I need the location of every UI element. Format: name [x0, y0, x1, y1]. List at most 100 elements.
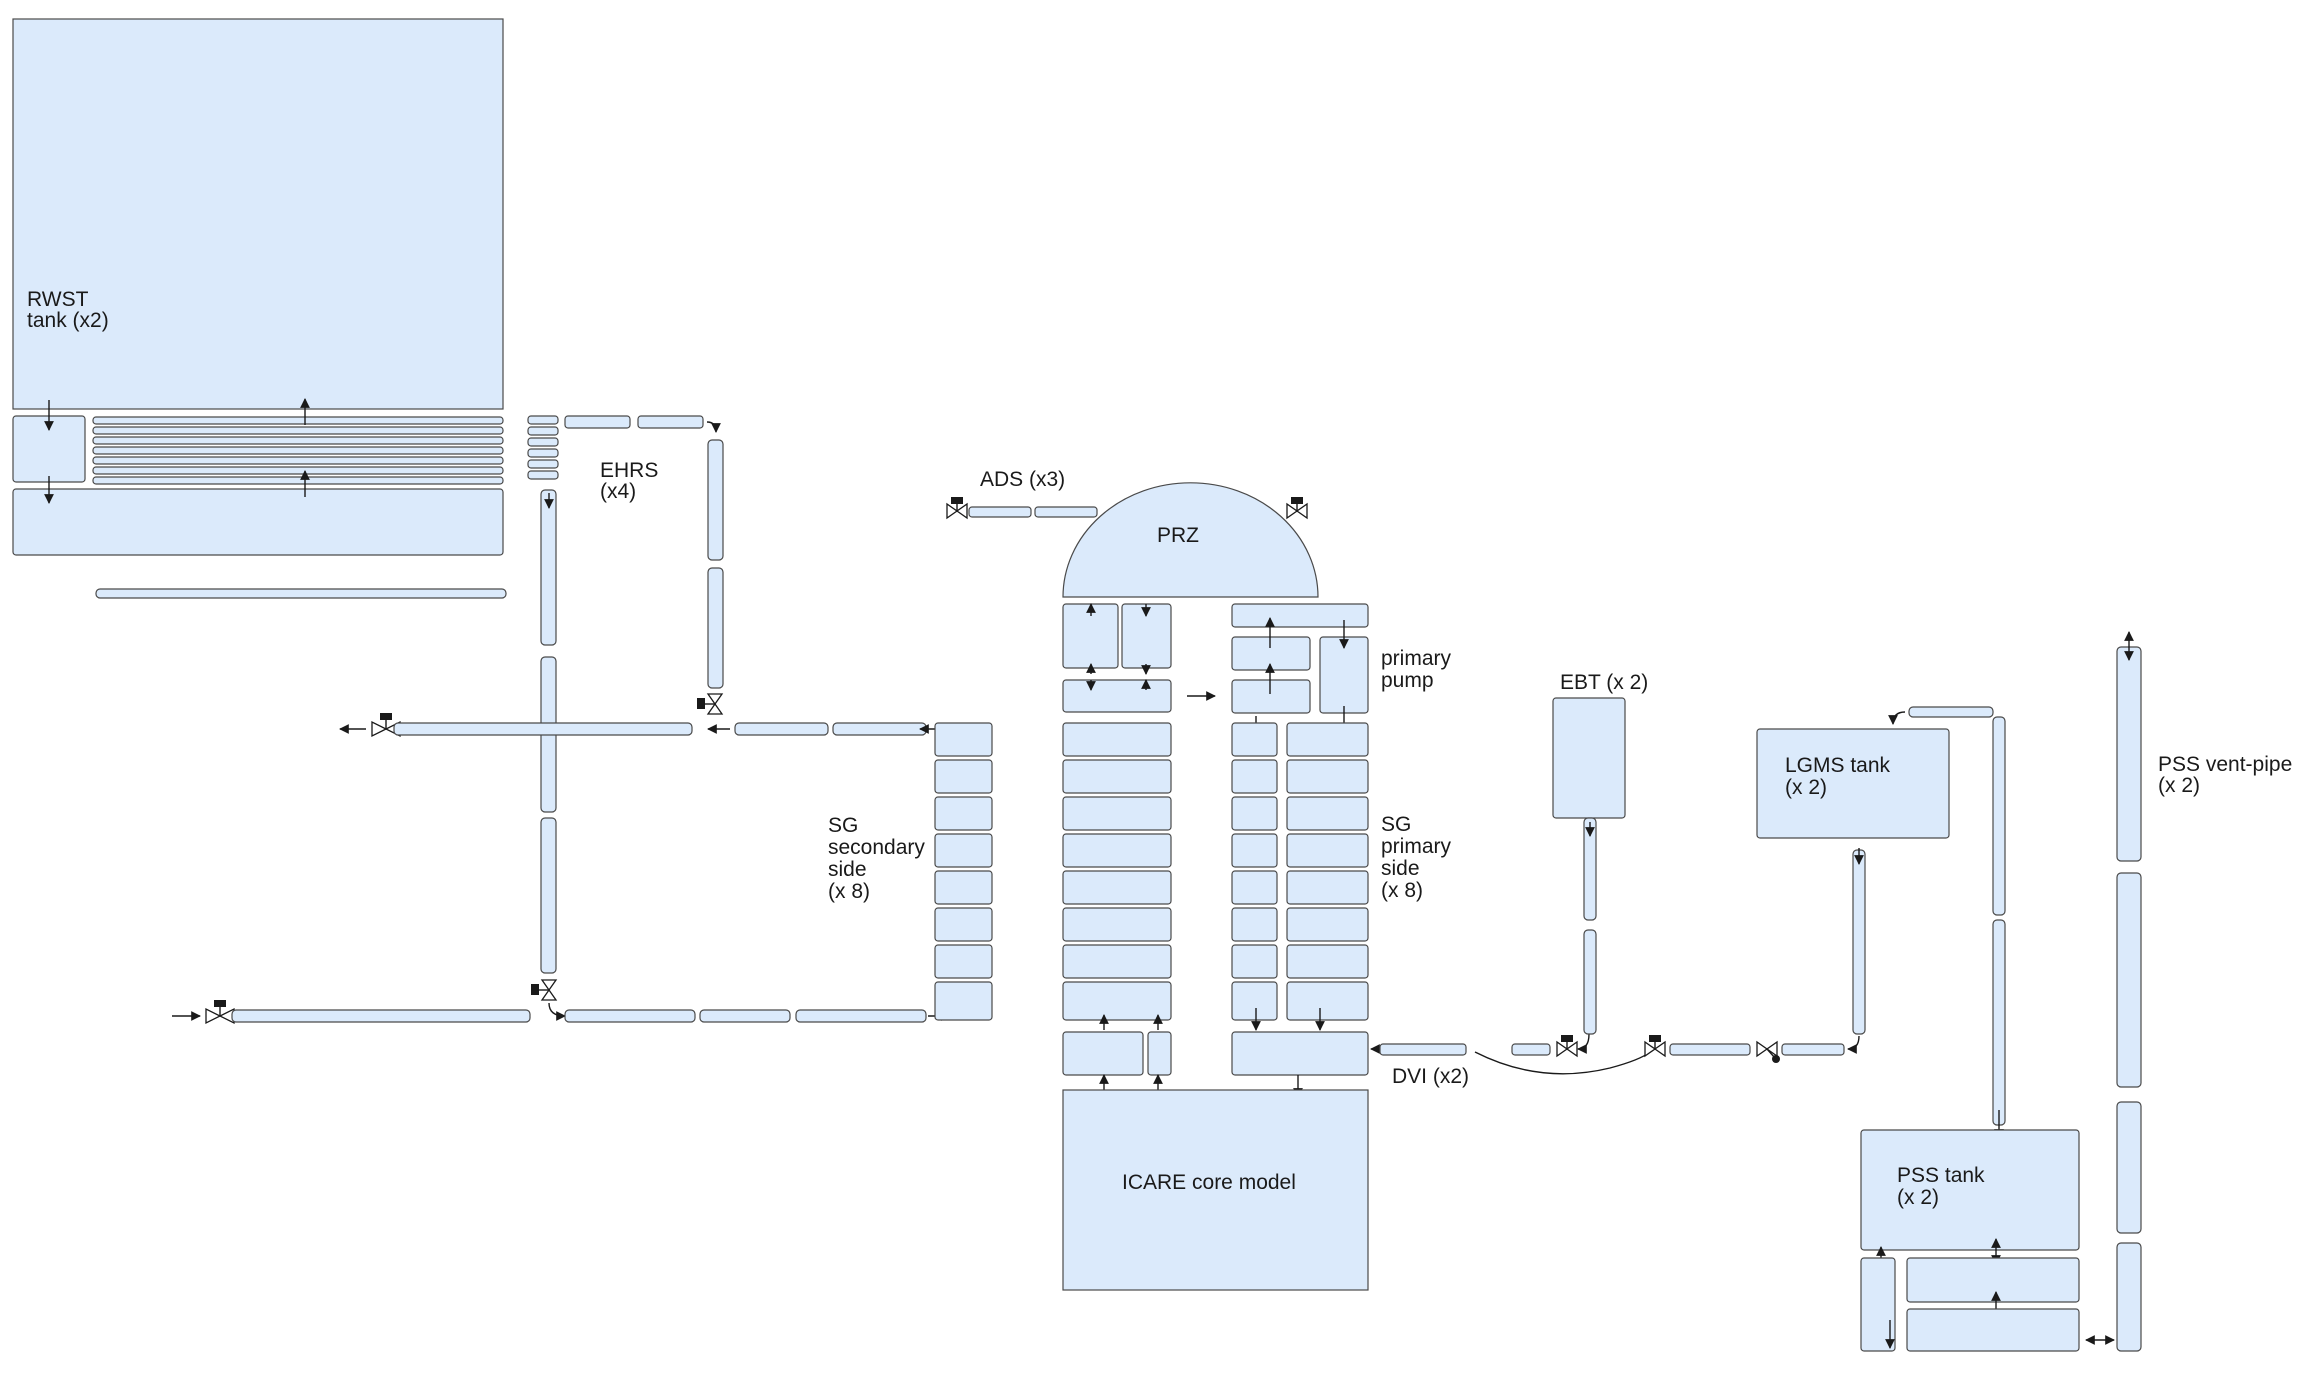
valve-icon[interactable]	[1756, 1040, 1780, 1063]
vessel-cell[interactable]	[1062, 870, 1172, 905]
lgms-tank[interactable]	[1756, 728, 1950, 839]
primary-pump-cell[interactable]	[1231, 636, 1311, 671]
feed-line-pipe[interactable]	[564, 1009, 696, 1023]
sg-secondary-cell[interactable]	[934, 944, 993, 979]
ehrs-header-cell[interactable]	[527, 470, 559, 480]
sg-primary-cell[interactable]	[1231, 833, 1278, 868]
sg-primary-cell[interactable]	[1231, 870, 1278, 905]
steam-line-pipe[interactable]	[832, 722, 927, 736]
sg-primary-cell[interactable]	[1231, 796, 1278, 831]
rwst-pipe[interactable]	[92, 456, 504, 465]
rwst-bottom-pipe[interactable]	[95, 588, 507, 599]
vessel-cell[interactable]	[1062, 833, 1172, 868]
vessel-cell[interactable]	[1062, 679, 1172, 713]
lgms-top-pipe[interactable]	[1908, 706, 1994, 718]
vessel-lower-cell[interactable]	[1062, 1031, 1144, 1076]
sg-primary-cell[interactable]	[1286, 759, 1369, 794]
ehrs-header-cell[interactable]	[527, 448, 559, 458]
ehrs-header-cell[interactable]	[527, 415, 559, 425]
vessel-cell[interactable]	[1062, 722, 1172, 757]
ehrs-header-cell[interactable]	[527, 426, 559, 436]
vessel-cell[interactable]	[1062, 981, 1172, 1021]
sg-secondary-cell[interactable]	[934, 796, 993, 831]
sg-primary-cell[interactable]	[1286, 833, 1369, 868]
sg-primary-cell[interactable]	[1286, 722, 1369, 757]
ehrs-return-pipe[interactable]	[707, 567, 724, 689]
pss-vent-pipe[interactable]	[2116, 872, 2142, 1088]
sg-secondary-cell[interactable]	[934, 759, 993, 794]
pss-riser-pipe[interactable]	[1992, 716, 2006, 916]
ehrs-header-cell[interactable]	[527, 437, 559, 447]
sg-primary-cell[interactable]	[1286, 870, 1369, 905]
sg-primary-cell[interactable]	[1231, 907, 1278, 942]
steam-line-pipe[interactable]	[734, 722, 829, 736]
prz-dome[interactable]	[1062, 482, 1319, 598]
valve-icon[interactable]	[1644, 1035, 1666, 1058]
sg-primary-cell[interactable]	[1286, 981, 1369, 1021]
vessel-cell[interactable]	[1062, 907, 1172, 942]
rwst-pipe[interactable]	[92, 466, 504, 475]
dvi-pipe[interactable]	[1379, 1043, 1467, 1056]
cold-leg-cell[interactable]	[1231, 1031, 1369, 1076]
ehrs-pipe[interactable]	[637, 415, 704, 429]
ebt-tank[interactable]	[1552, 697, 1626, 819]
ads-pipe[interactable]	[968, 506, 1032, 518]
sg-primary-cell[interactable]	[1286, 796, 1369, 831]
rwst-pipe[interactable]	[92, 436, 504, 445]
feed-line-pipe[interactable]	[699, 1009, 791, 1023]
ehrs-header-cell[interactable]	[527, 459, 559, 469]
pss-vent-pipe[interactable]	[2116, 1242, 2142, 1352]
rwst-pipe[interactable]	[92, 416, 504, 425]
steam-line-pipe[interactable]	[393, 722, 693, 736]
ehrs-return-pipe[interactable]	[707, 439, 724, 561]
sg-secondary-cell[interactable]	[934, 833, 993, 868]
vessel-cell[interactable]	[1062, 796, 1172, 831]
rwst-pipe[interactable]	[92, 446, 504, 455]
rwst-pipe[interactable]	[92, 476, 504, 485]
sg-secondary-cell[interactable]	[934, 870, 993, 905]
sg-secondary-cell[interactable]	[934, 981, 993, 1021]
rwst-bottom-volume[interactable]	[12, 488, 504, 556]
vessel-cell[interactable]	[1062, 944, 1172, 979]
rwst-pipe[interactable]	[92, 426, 504, 435]
ehrs-vertical-pipe[interactable]	[540, 489, 557, 646]
sg-primary-cell[interactable]	[1231, 722, 1278, 757]
ehrs-vertical-pipe[interactable]	[540, 817, 557, 974]
pss-vent-pipe[interactable]	[2116, 1101, 2142, 1234]
valve-icon[interactable]	[531, 979, 558, 1001]
sg-secondary-cell[interactable]	[934, 722, 993, 757]
ehrs-pipe[interactable]	[564, 415, 631, 429]
pss-lower-left-cell[interactable]	[1860, 1257, 1896, 1352]
ebt-pipe[interactable]	[1583, 817, 1597, 921]
valve-icon[interactable]	[946, 497, 968, 520]
sg-primary-cell[interactable]	[1231, 759, 1278, 794]
sg-secondary-cell[interactable]	[934, 907, 993, 942]
ebt-pipe[interactable]	[1583, 929, 1597, 1035]
pss-vent-pipe[interactable]	[2116, 646, 2142, 862]
sg-primary-cell[interactable]	[1231, 981, 1278, 1021]
sg-primary-cell[interactable]	[1286, 944, 1369, 979]
pss-riser-pipe[interactable]	[1992, 919, 2006, 1126]
pss-tank[interactable]	[1860, 1129, 2080, 1251]
sg-primary-cell[interactable]	[1286, 907, 1369, 942]
lgms-line-pipe[interactable]	[1669, 1043, 1751, 1056]
lgms-drain-pipe[interactable]	[1852, 849, 1866, 1035]
primary-pump-cell[interactable]	[1231, 679, 1311, 714]
valve-icon[interactable]	[1556, 1035, 1578, 1058]
feed-line-pipe[interactable]	[231, 1009, 531, 1023]
feed-line-pipe[interactable]	[795, 1009, 927, 1023]
primary-pump-volume[interactable]	[1319, 636, 1369, 714]
sg-primary-cell[interactable]	[1231, 944, 1278, 979]
valve-icon[interactable]	[697, 693, 724, 715]
valve-icon[interactable]	[205, 1000, 235, 1025]
icare-core-model[interactable]	[1062, 1089, 1369, 1291]
pss-lower-cell[interactable]	[1906, 1257, 2080, 1303]
primary-pump-header[interactable]	[1231, 603, 1369, 628]
vessel-lower-cell[interactable]	[1147, 1031, 1172, 1076]
valve-icon[interactable]	[1286, 497, 1308, 520]
dvi-pipe[interactable]	[1511, 1043, 1551, 1056]
vessel-cell[interactable]	[1062, 759, 1172, 794]
ads-pipe[interactable]	[1034, 506, 1098, 518]
pss-lower-cell[interactable]	[1906, 1308, 2080, 1352]
lgms-line-pipe[interactable]	[1781, 1043, 1845, 1056]
